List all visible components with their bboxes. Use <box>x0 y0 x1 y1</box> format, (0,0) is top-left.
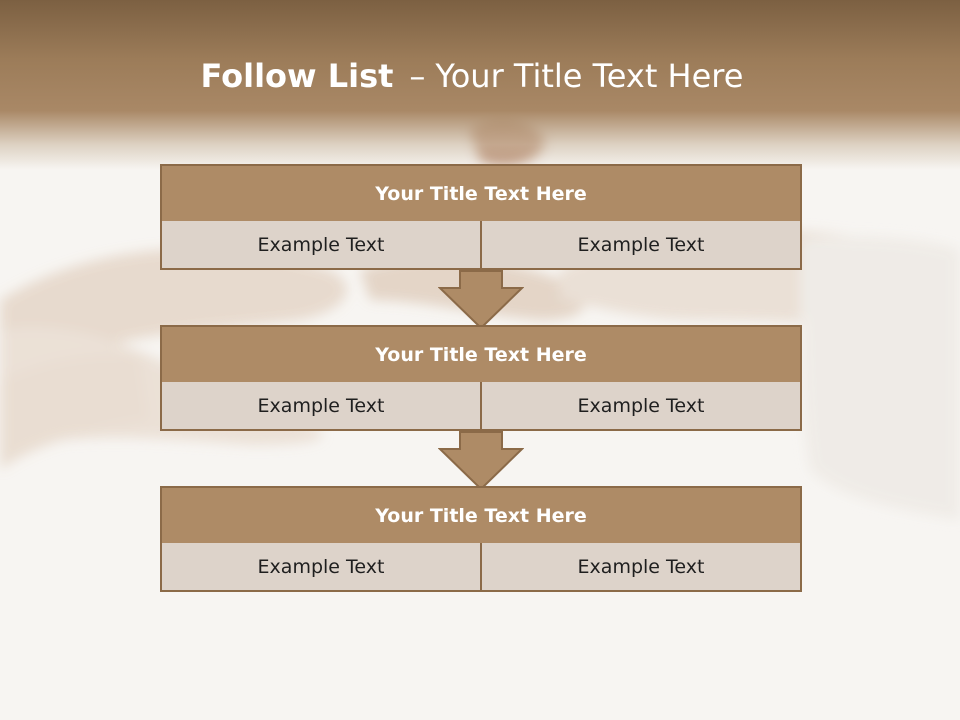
down-arrow-icon <box>438 270 524 330</box>
step-2-right-text: Example Text <box>480 382 802 431</box>
step-2-left-text: Example Text <box>160 382 482 431</box>
step-3-right-text: Example Text <box>480 543 802 592</box>
step-2-title: Your Title Text Here <box>160 325 802 384</box>
down-arrow-icon <box>438 431 524 491</box>
slide-title: Follow List–Your Title Text Here <box>0 54 944 98</box>
step-1-title: Your Title Text Here <box>160 164 802 223</box>
title-dash: – <box>409 57 426 95</box>
title-bold: Follow List <box>200 57 394 95</box>
step-3-left-text: Example Text <box>160 543 482 592</box>
step-1-right-text: Example Text <box>480 221 802 270</box>
step-1-left-text: Example Text <box>160 221 482 270</box>
title-rest: Your Title Text Here <box>435 57 744 95</box>
header-band <box>0 0 960 170</box>
step-3-title: Your Title Text Here <box>160 486 802 545</box>
